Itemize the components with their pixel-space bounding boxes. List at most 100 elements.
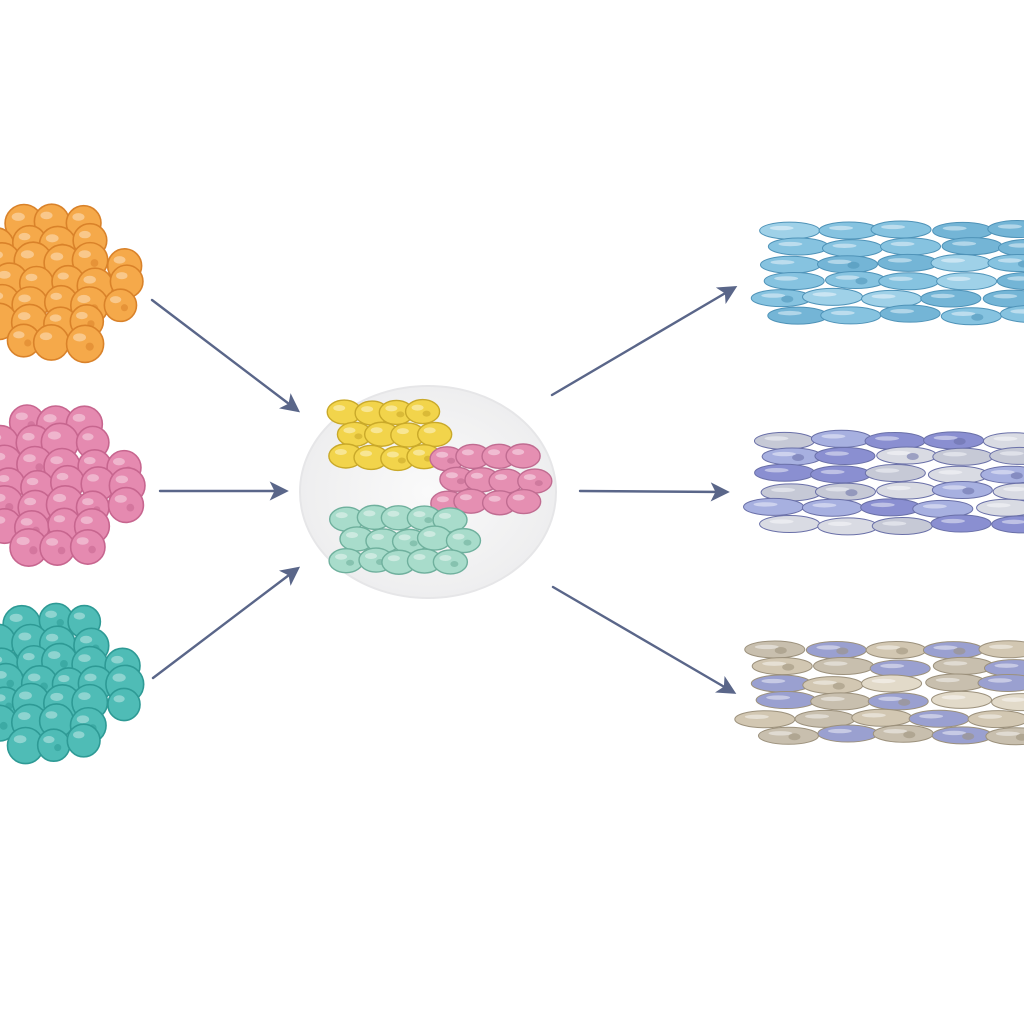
output-beige-cell xyxy=(817,724,879,743)
output-blue-cell-body xyxy=(820,306,882,325)
input-pink-cell-nucleus xyxy=(57,546,66,555)
input-teal-cluster xyxy=(0,602,145,765)
hub-mint-cell-nucleus xyxy=(409,540,418,547)
output-mixed-violet-cell-highlight xyxy=(812,503,837,508)
hub-pink-cell-highlight xyxy=(445,472,458,479)
output-mixed-violet-cell xyxy=(801,498,863,517)
hub-yellow-cell xyxy=(380,445,416,472)
output-beige-cell-highlight xyxy=(943,661,968,666)
output-blue-cell-highlight xyxy=(942,226,967,231)
output-blue-cell-body xyxy=(880,237,942,256)
output-blue-cell-highlight xyxy=(890,308,915,314)
input-pink-cell-highlight xyxy=(50,456,63,465)
input-teal-cell-highlight xyxy=(80,635,93,644)
output-mixed-violet-cell xyxy=(991,515,1024,534)
output-blue-cell-highlight xyxy=(941,258,966,263)
hub-mint-cell-highlight xyxy=(423,531,436,538)
output-mixed-violet-cell-body xyxy=(876,446,938,465)
output-beige-cell xyxy=(978,640,1024,659)
output-blue-cell xyxy=(932,221,994,240)
output-mixed-violet-cell-body xyxy=(743,497,805,516)
hub-mint-cell xyxy=(328,506,365,532)
output-beige-cell xyxy=(794,709,856,728)
output-beige-cell-body xyxy=(734,710,796,729)
output-beige-cell-body xyxy=(805,640,867,659)
output-beige-cell-highlight xyxy=(766,695,791,700)
hub-mint-cell-nucleus xyxy=(463,539,472,546)
output-beige-cell xyxy=(925,673,987,692)
output-beige-cell-highlight xyxy=(878,696,903,702)
output-blue-cell xyxy=(999,305,1024,323)
output-mixed-violet-cell-highlight xyxy=(764,468,789,473)
hub-yellow-cell-nucleus xyxy=(397,457,406,464)
output-beige-cell-nucleus xyxy=(788,733,801,741)
hub-mint-cell-highlight xyxy=(371,533,384,540)
input-orange-cell-highlight xyxy=(50,292,62,300)
cell-clusters xyxy=(0,203,146,765)
output-beige-cell-highlight xyxy=(816,645,841,650)
input-teal-cell-highlight xyxy=(112,673,126,682)
output-beige-cell xyxy=(802,676,864,695)
hub-mint-cell xyxy=(432,507,468,533)
input-teal-cell-highlight xyxy=(78,692,91,701)
output-beige-cell-body xyxy=(861,674,923,693)
arrow-teal-to-hub xyxy=(151,566,301,680)
output-blue-cell-highlight xyxy=(777,310,802,316)
output-mixed-violet-cell xyxy=(761,447,823,466)
hub-mint-cell-highlight xyxy=(452,533,465,540)
output-blue-cell-highlight xyxy=(761,293,786,298)
output-blue-cell-highlight xyxy=(774,276,799,281)
output-beige-cell xyxy=(931,690,993,709)
output-beige-cell-highlight xyxy=(805,714,830,719)
input-orange-cell-highlight xyxy=(18,294,31,303)
output-mixed-violet-cell-body xyxy=(810,465,872,484)
output-beige-cell xyxy=(967,710,1024,729)
input-teal-cell-highlight xyxy=(58,674,70,683)
output-mixed-violet-cell-highlight xyxy=(827,521,852,527)
output-beige-cell-highlight xyxy=(942,730,967,736)
input-pink-cell-highlight xyxy=(115,475,129,484)
output-mixed-violet-cell xyxy=(927,465,989,484)
hub-yellow-cell xyxy=(390,422,426,448)
output-beige-cell-body xyxy=(931,690,993,709)
output-beige-cell-nucleus xyxy=(782,663,795,671)
hub-yellow-cell-highlight xyxy=(360,450,373,457)
output-mixed-violet-cell-nucleus xyxy=(845,489,858,497)
input-pink-cell-nucleus xyxy=(29,546,38,555)
output-blue-cell xyxy=(936,272,998,291)
input-orange-cell-body xyxy=(103,288,138,323)
hub-pink-cell-highlight xyxy=(488,495,501,502)
input-orange-cell-highlight xyxy=(109,296,122,304)
hub-mint-cell xyxy=(432,549,469,575)
input-pink-cell-highlight xyxy=(76,537,89,545)
hub-yellow-cell-nucleus xyxy=(354,433,363,440)
output-blue-cell-highlight xyxy=(997,224,1022,229)
output-beige-cell-highlight xyxy=(988,644,1013,649)
output-mixed-violet-cell-highlight xyxy=(882,521,907,526)
output-mixed-violet-cell-highlight xyxy=(825,487,850,492)
output-beige-cell-highlight xyxy=(880,663,905,669)
output-beige-cell-body xyxy=(925,673,987,692)
output-mixed-violet-cell xyxy=(992,482,1024,501)
output-blue-cell-nucleus xyxy=(847,261,860,269)
input-orange-cell xyxy=(103,288,138,323)
output-blue-cell-body xyxy=(932,221,994,240)
output-blue-cell xyxy=(879,304,941,323)
output-mixed-violet-cell xyxy=(923,431,985,450)
input-orange-cluster xyxy=(0,203,144,364)
input-orange-cell-highlight xyxy=(83,275,96,284)
hub-mint-cell-highlight xyxy=(335,553,348,560)
output-beige-cell xyxy=(813,657,875,676)
input-pink-cell-highlight xyxy=(16,536,30,546)
output-mixed-violet-cell-body xyxy=(923,431,985,450)
output-blue-cell-highlight xyxy=(887,258,912,263)
output-mixed-violet-cell-body xyxy=(980,465,1024,484)
input-teal-cell-highlight xyxy=(45,711,58,719)
output-mixed-violet-cell xyxy=(871,516,933,535)
output-beige-cell xyxy=(867,692,929,711)
output-mixed-violet-cell xyxy=(912,499,974,518)
output-blue-cell-body xyxy=(759,221,821,240)
output-mixed-violet-cell-highlight xyxy=(764,436,789,441)
hub-mint-cell-highlight xyxy=(387,510,400,517)
output-mixed-violet-cell-body xyxy=(864,464,926,483)
